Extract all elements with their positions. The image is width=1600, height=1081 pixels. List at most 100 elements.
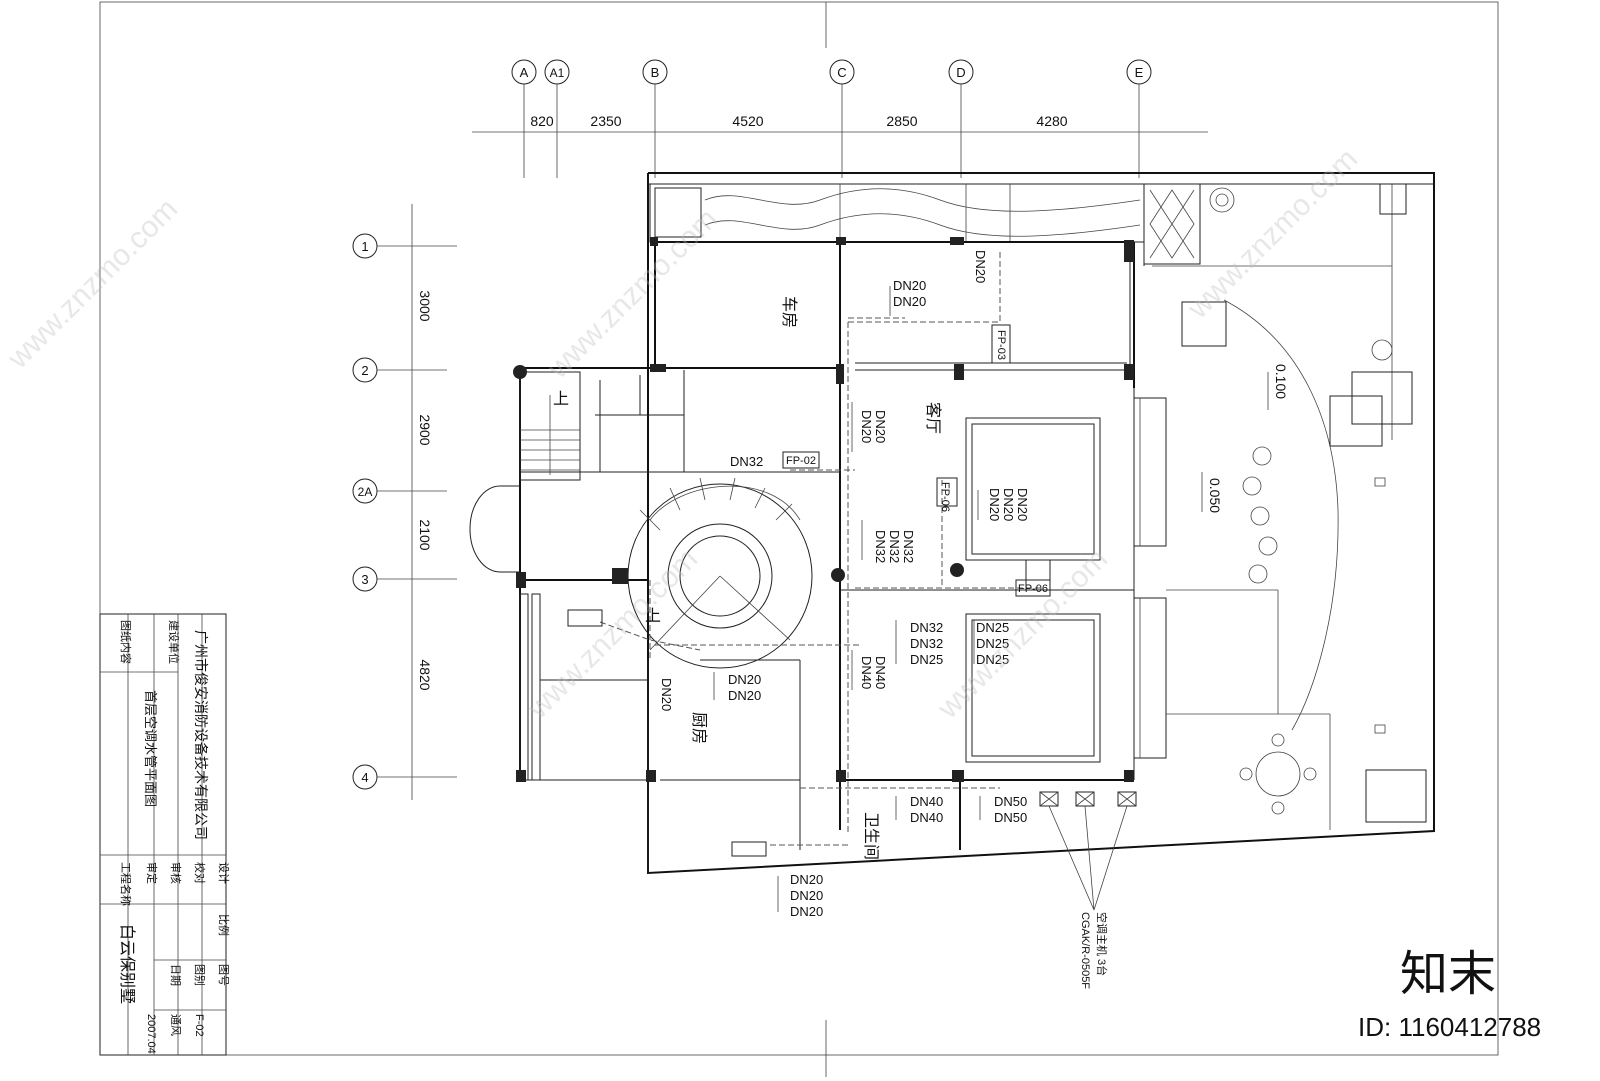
tb-client-label: 建设单位: [167, 620, 181, 664]
grid-columns: A A1 B C D E: [511, 59, 1152, 178]
svg-text:DN32: DN32: [887, 530, 902, 563]
spiral-staircase: [627, 477, 813, 669]
pipe-g5: DN20 DN20 DN20: [977, 488, 1030, 521]
watermark-site-3: www.znzmo.com: [1181, 142, 1364, 325]
svg-text:2: 2: [361, 363, 368, 378]
svg-text:DN32: DN32: [910, 636, 943, 651]
grid-row-4: 4: [352, 764, 457, 790]
column-dimensions: 820 2350 4520 2850 4280: [472, 113, 1208, 133]
svg-text:DN20: DN20: [790, 888, 823, 903]
pipe-g8: DN25 DN25 DN25: [973, 620, 1009, 667]
watermark-id: ID: 1160412788: [1358, 1012, 1541, 1042]
tb-design: 设计: [217, 862, 230, 884]
tb-category-label: 图别: [193, 964, 206, 986]
svg-text:DN40: DN40: [873, 656, 888, 689]
grid-row-2a: 2A: [352, 478, 447, 504]
tb-scale-label: 比例: [217, 914, 231, 936]
svg-text:FP-06: FP-06: [939, 482, 951, 512]
tb-category-value: 通风: [169, 1014, 182, 1036]
tb-project-name: 白云保别墅: [118, 924, 136, 1004]
tb-drawing-no-label: 图号: [217, 964, 230, 986]
svg-text:DN32: DN32: [730, 454, 763, 469]
pipe-g1: DN20 DN20: [889, 278, 926, 316]
pipe-labels: DN20 DN20 DN20 DN20 DN20 DN32 DN20 DN20 …: [659, 250, 1030, 919]
svg-text:DN40: DN40: [910, 810, 943, 825]
level-0100: 0.100: [1273, 364, 1289, 399]
tb-approve: 审定: [145, 862, 159, 884]
svg-text:DN40: DN40: [859, 656, 874, 689]
stair-up-2: 上: [645, 607, 661, 625]
svg-text:DN32: DN32: [901, 530, 916, 563]
room-living: 客厅: [924, 402, 942, 434]
svg-text:E: E: [1135, 65, 1144, 80]
grid-row-2: 2: [352, 357, 447, 383]
dim-4820: 4820: [417, 659, 433, 690]
dim-2850: 2850: [886, 113, 917, 129]
sheet-border: [99, 1, 1499, 1056]
tb-content-label: 图纸内容: [119, 620, 133, 664]
pipe-g7: DN32 DN32 DN25: [895, 620, 943, 667]
fan-coil-units: FP-03 FP-02 FP-06 FP-06: [567, 324, 1051, 857]
svg-text:DN20: DN20: [987, 488, 1002, 521]
grid-row-3: 3: [352, 566, 457, 592]
grid-col-a1: A1: [544, 59, 570, 178]
grid-col-d: D: [948, 59, 974, 178]
tb-date-label: 日期: [169, 964, 182, 986]
svg-text:1: 1: [361, 239, 368, 254]
dim-2100: 2100: [417, 519, 433, 550]
pipe-g14: DN20 DN20 DN20: [777, 872, 823, 919]
svg-text:A: A: [520, 65, 529, 80]
svg-text:DN20: DN20: [1001, 488, 1016, 521]
svg-text:DN20: DN20: [728, 672, 761, 687]
room-garage: 车房: [780, 296, 798, 328]
outdoor-unit-model: CGAK/R-0505F: [1079, 912, 1091, 989]
svg-text:DN20: DN20: [659, 678, 674, 711]
title-block: 图纸内容 建设单位 广州市俊安消防设备技术有限公司 首层空调水管平面图 工程名称…: [99, 613, 231, 1056]
grid-row-1: 1: [352, 233, 457, 259]
svg-text:DN32: DN32: [873, 530, 888, 563]
room-labels: 车房 客厅 厨房 卫生间 上 上: [553, 296, 942, 860]
svg-text:DN25: DN25: [976, 652, 1009, 667]
svg-text:A1: A1: [550, 66, 565, 80]
pipe-g3: DN20 DN20: [851, 402, 888, 452]
grid-col-b: B: [642, 59, 668, 178]
building-outline: [469, 172, 1435, 875]
outdoor-units: 空调主机 3台 CGAK/R-0505F: [1039, 791, 1137, 989]
watermark-site-1: www.znzmo.com: [1, 192, 184, 375]
dim-4520: 4520: [732, 113, 763, 129]
tb-check: 校对: [193, 862, 207, 884]
svg-text:DN20: DN20: [728, 688, 761, 703]
pipe-g10: DN20: [659, 678, 674, 711]
dim-3000: 3000: [417, 290, 433, 321]
pipe-g4: DN32: [730, 454, 763, 469]
pipe-g2: DN20: [973, 250, 988, 283]
dim-2350: 2350: [590, 113, 621, 129]
tb-review: 审核: [169, 862, 183, 884]
pipe-g11: DN20 DN20: [713, 672, 761, 703]
grid-col-a: A: [511, 59, 537, 178]
level-0050: 0.050: [1207, 478, 1223, 513]
level-marks: 0.100 0.050: [1201, 364, 1289, 513]
tb-drawing-no-value: F-02: [193, 1014, 205, 1037]
tb-drawing-name: 首层空调水管平面图: [143, 690, 158, 807]
row-dimensions: 3000 2900 2100 4820: [411, 204, 433, 800]
watermark-site-2: www.znzmo.com: [541, 202, 724, 385]
grid-col-e: E: [1126, 59, 1152, 178]
svg-text:DN20: DN20: [790, 904, 823, 919]
tb-company: 广州市俊安消防设备技术有限公司: [193, 630, 209, 840]
svg-text:DN20: DN20: [893, 294, 926, 309]
svg-text:C: C: [837, 65, 846, 80]
svg-text:B: B: [651, 65, 660, 80]
fcu-fp-03: FP-03: [991, 324, 1011, 364]
room-kitchen: 厨房: [690, 712, 708, 744]
dim-2900: 2900: [417, 414, 433, 445]
dim-4280: 4280: [1036, 113, 1067, 129]
pipe-g12: DN40 DN40: [895, 794, 943, 825]
watermarks: www.znzmo.com www.znzmo.com www.znzmo.co…: [1, 142, 1541, 1042]
pipe-g6: DN32 DN32 DN32: [861, 520, 916, 563]
tb-project-label: 工程名称: [119, 862, 133, 906]
grid-rows: 1 2 2A 3 4: [352, 233, 457, 790]
svg-text:DN40: DN40: [910, 794, 943, 809]
outdoor-unit-label: 空调主机 3台: [1095, 912, 1109, 976]
